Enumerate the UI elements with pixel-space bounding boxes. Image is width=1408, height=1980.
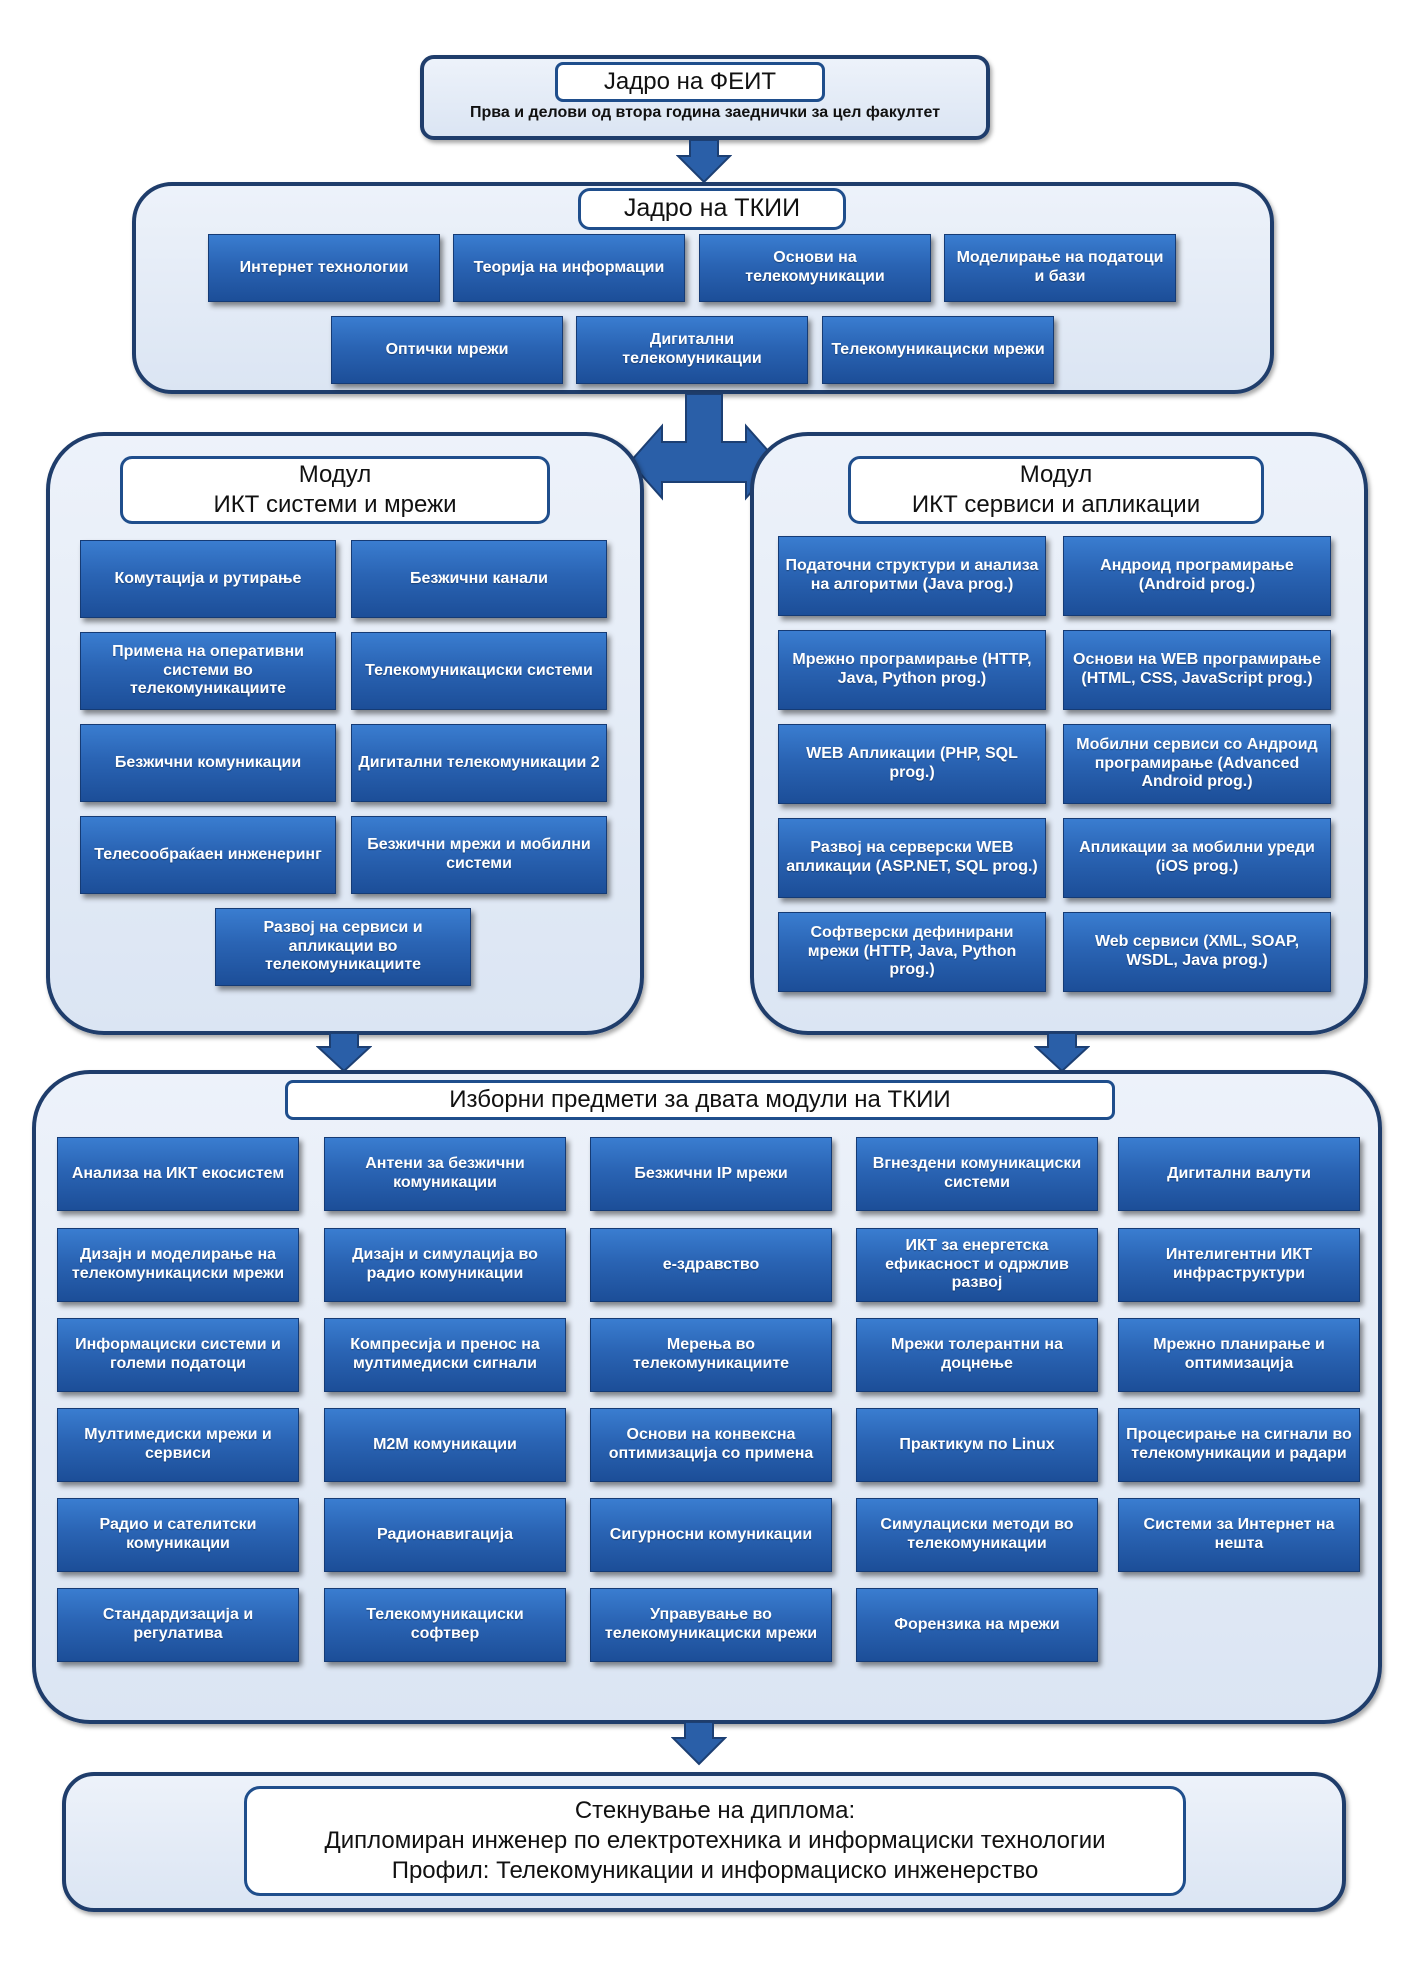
tkii-core-title-box: Јадро на ТКИИ xyxy=(578,188,846,230)
feit-core-title: Јадро на ФЕИТ xyxy=(603,68,777,95)
right-course-ios-apps: Апликации за мобилни уреди (iOS prog.) xyxy=(1063,818,1331,898)
right-course-web-services: Web сервиси (XML, SOAP, WSDL, Java prog.… xyxy=(1063,912,1331,992)
core-course-digital-telecom: Дигитални телекомуникации xyxy=(576,316,808,384)
right-course-server-web-apps: Развој на серверски WEB апликации (ASP.N… xyxy=(778,818,1046,898)
elective-course: Мултимедиски мрежи и сервиси xyxy=(57,1408,299,1482)
arrow-down-diploma xyxy=(671,1722,727,1766)
arrow-split xyxy=(628,394,780,501)
module-ict-systems-title-box: Модул ИКТ системи и мрежи xyxy=(120,456,550,524)
elective-course: Дизајн и симулација во радио комуникации xyxy=(324,1228,566,1302)
arrow-down-right xyxy=(1034,1033,1090,1073)
elective-course: Телекомуникациски софтвер xyxy=(324,1588,566,1662)
elective-course: Радио и сателитски комуникации xyxy=(57,1498,299,1572)
elective-course: Радионавигација xyxy=(324,1498,566,1572)
elective-course: Безжични IP мрежи xyxy=(590,1137,832,1211)
elective-course: Практикум по Linux xyxy=(856,1408,1098,1482)
elective-course: Дизајн и моделирање на телекомуникациски… xyxy=(57,1228,299,1302)
diploma-line-3: Профил: Телекомуникации и информациско и… xyxy=(391,1857,1039,1884)
elective-course: Мрежно планирање и оптимизација xyxy=(1118,1318,1360,1392)
elective-course: ИКТ за енергетска ефикасност и одржлив р… xyxy=(856,1228,1098,1302)
left-course-digital-telecom-2: Дигитални телекомуникации 2 xyxy=(351,724,607,802)
elective-course: Процесирање на сигнали во телекомуникаци… xyxy=(1118,1408,1360,1482)
right-course-web-applications: WEB Апликации (PHP, SQL prog.) xyxy=(778,724,1046,804)
elective-course: Анализа на ИКТ екосистем xyxy=(57,1137,299,1211)
elective-course: Основи на конвексна оптимизација со прим… xyxy=(590,1408,832,1482)
core-course-optical-networks: Оптички мрежи xyxy=(331,316,563,384)
electives-title: Изборни предмети за двата модули на ТКИИ xyxy=(449,1086,951,1113)
elective-course: Симулациски методи во телекомуникации xyxy=(856,1498,1098,1572)
feit-core-title-box: Јадро на ФЕИТ xyxy=(555,62,825,102)
elective-course: Дигитални валути xyxy=(1118,1137,1360,1211)
core-course-telecom-networks: Телекомуникациски мрежи xyxy=(822,316,1054,384)
elective-course: Вгнездени комуникациски системи xyxy=(856,1137,1098,1211)
elective-course: M2M комуникации xyxy=(324,1408,566,1482)
module-right-title-2: ИКТ сервиси и апликации xyxy=(911,491,1201,518)
module-left-title-2: ИКТ системи и мрежи xyxy=(213,491,457,518)
right-course-android: Андроид програмирање (Android prog.) xyxy=(1063,536,1331,616)
diploma-line-1: Стекнување на диплома: xyxy=(574,1797,856,1824)
elective-course: Компресија и пренос на мултимедиски сигн… xyxy=(324,1318,566,1392)
module-left-title-1: Модул xyxy=(298,461,372,488)
elective-course: Форензика на мрежи xyxy=(856,1588,1098,1662)
elective-course: Управување во телекомуникациски мрежи xyxy=(590,1588,832,1662)
elective-course: Антени за безжични комуникации xyxy=(324,1137,566,1211)
elective-course: Мрежи толерантни на доцнење xyxy=(856,1318,1098,1392)
left-course-switching-routing: Комутација и рутирање xyxy=(80,540,336,618)
right-course-sdn: Софтверски дефинирани мрежи (HTTP, Java,… xyxy=(778,912,1046,992)
core-course-data-modeling: Моделирање на податоци и бази xyxy=(944,234,1176,302)
left-course-telecom-systems: Телекомуникациски системи xyxy=(351,632,607,710)
core-course-internet-tech: Интернет технологии xyxy=(208,234,440,302)
electives-title-box: Изборни предмети за двата модули на ТКИИ xyxy=(285,1080,1115,1120)
left-course-teletraffic: Телесообраќаен инженеринг xyxy=(80,816,336,894)
right-course-network-programming: Мрежно програмирање (HTTP, Java, Python … xyxy=(778,630,1046,710)
elective-course: Стандардизација и регулатива xyxy=(57,1588,299,1662)
left-course-services-apps: Развој на сервиси и апликации во телеком… xyxy=(215,908,471,986)
module-right-title-1: Модул xyxy=(1019,461,1093,488)
left-course-wireless-comm: Безжични комуникации xyxy=(80,724,336,802)
arrow-down-1 xyxy=(676,140,732,184)
left-course-wireless-mobile: Безжични мрежи и мобилни системи xyxy=(351,816,607,894)
tkii-core-title: Јадро на ТКИИ xyxy=(623,194,801,223)
feit-core-subtitle: Прва и делови од втора година заеднички … xyxy=(469,104,941,121)
left-course-os-in-telecom: Примена на оперативни системи во телеком… xyxy=(80,632,336,710)
diploma-box: Стекнување на диплома: Дипломиран инжене… xyxy=(244,1786,1186,1896)
core-course-information-theory: Теорија на информации xyxy=(453,234,685,302)
elective-course: е-здравство xyxy=(590,1228,832,1302)
elective-course: Системи за Интернет на нешта xyxy=(1118,1498,1360,1572)
left-course-wireless-channels: Безжични канали xyxy=(351,540,607,618)
right-course-data-structures: Податочни структури и анализа на алгорит… xyxy=(778,536,1046,616)
elective-course: Интелигентни ИКТ инфраструктури xyxy=(1118,1228,1360,1302)
module-ict-services-title-box: Модул ИКТ сервиси и апликации xyxy=(848,456,1264,524)
right-course-web-basics: Основи на WEB програмирање (HTML, CSS, J… xyxy=(1063,630,1331,710)
arrow-down-left xyxy=(316,1033,372,1073)
core-course-telecom-basics: Основи на телекомуникации xyxy=(699,234,931,302)
elective-course: Информациски системи и големи податоци xyxy=(57,1318,299,1392)
elective-course: Сигурносни комуникации xyxy=(590,1498,832,1572)
right-course-mobile-services: Мобилни сервиси со Андроид програмирање … xyxy=(1063,724,1331,804)
diploma-line-2: Дипломиран инженер по електротехника и и… xyxy=(324,1827,1106,1854)
elective-course: Мерења во телекомуникациите xyxy=(590,1318,832,1392)
